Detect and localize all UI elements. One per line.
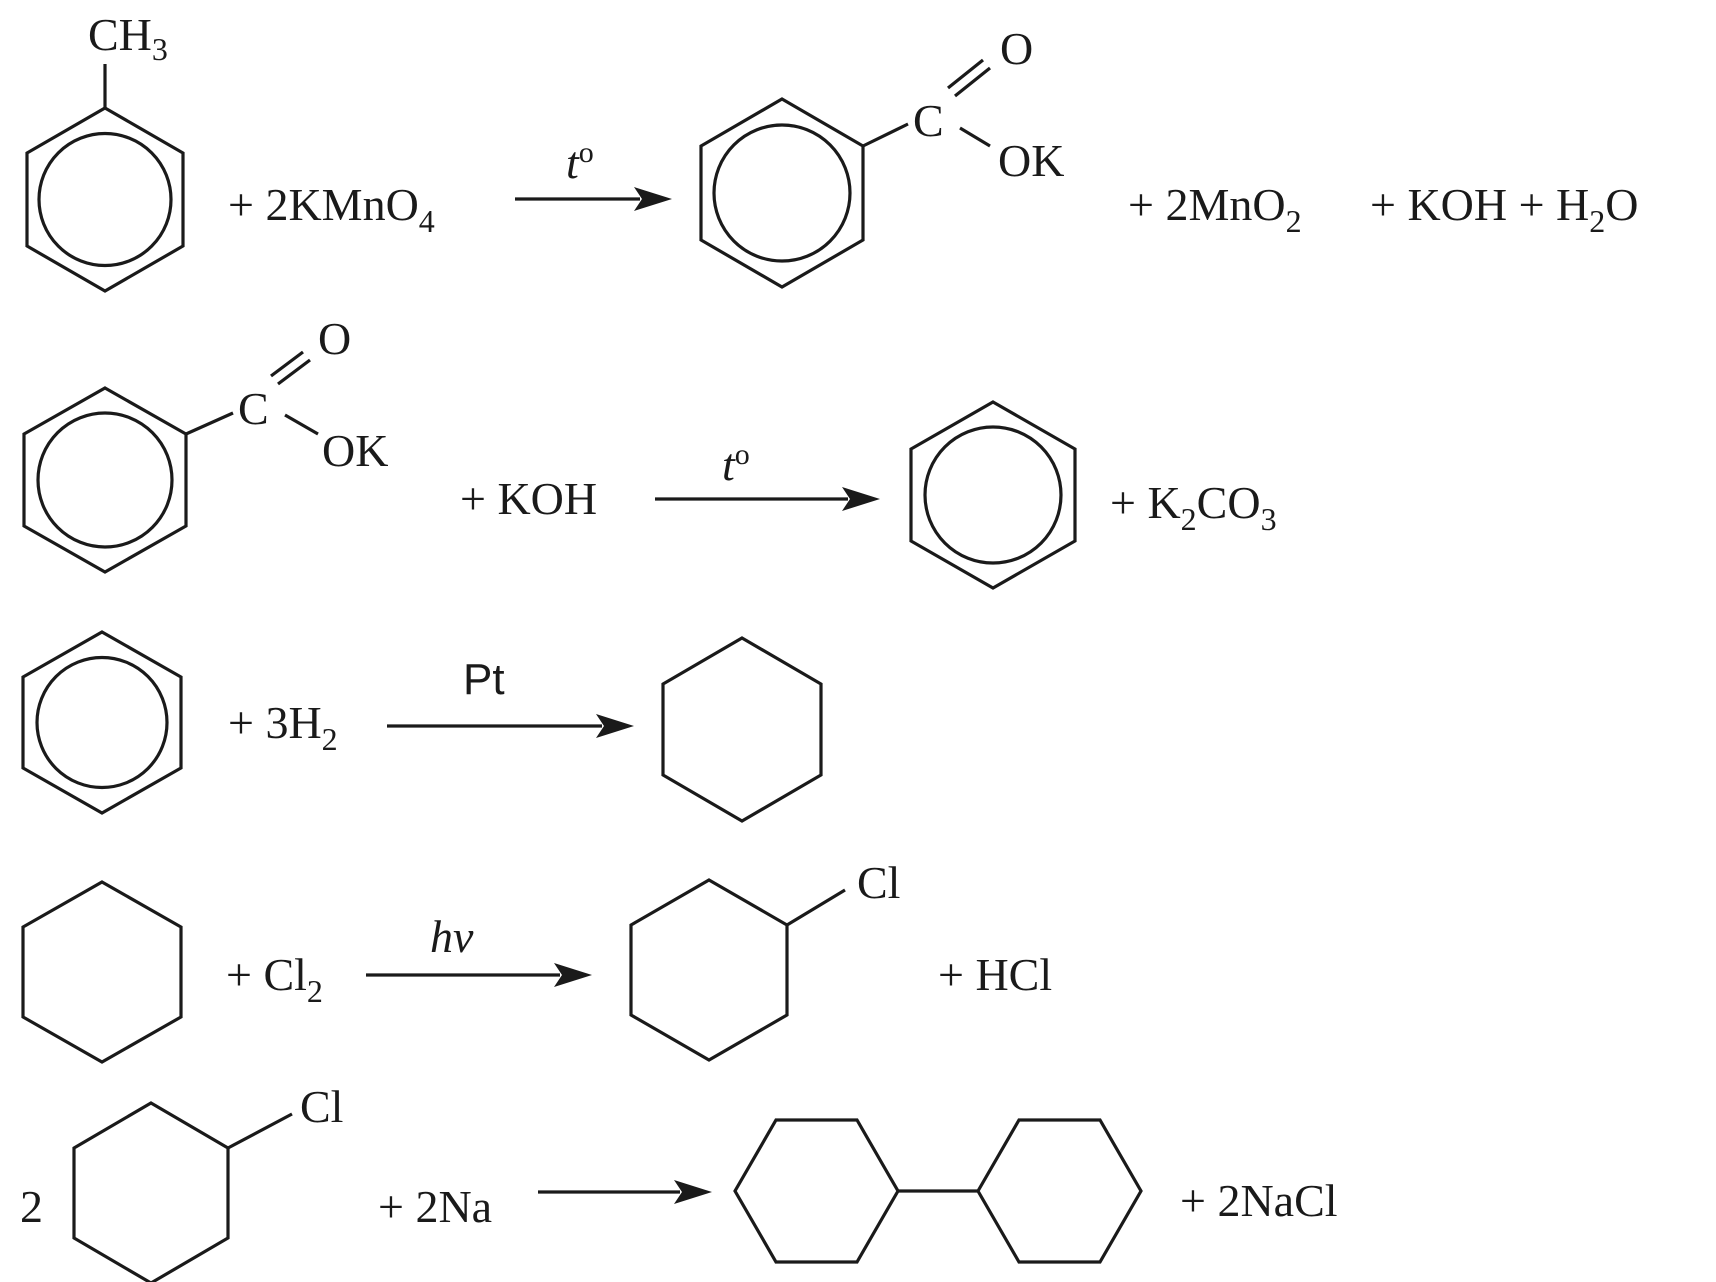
na-reagent: + 2Na (378, 1181, 492, 1232)
reaction-arrow-4 (366, 963, 592, 987)
cl-label-reactant: Cl (300, 1081, 343, 1132)
ok-label: OK (998, 135, 1064, 186)
reaction-arrow-5 (538, 1180, 712, 1204)
cl2-reagent: + Cl2 (226, 949, 323, 1009)
condition-heat-2: to (722, 438, 750, 490)
k2co3-product: + K2CO3 (1110, 477, 1277, 537)
reaction-3: + 3H2 Pt (21, 630, 823, 823)
benzene-reactant-structure (21, 630, 183, 815)
cyclohexane-reactant-structure (21, 880, 183, 1064)
reaction-4: + Cl2 hv Cl + HCl (21, 857, 1052, 1064)
h2-reagent: + 3H2 (228, 697, 338, 757)
carboxyl-c-label: C (913, 95, 944, 146)
reaction-2: C O OK + KOH to + K2CO3 (22, 313, 1277, 590)
carbonyl-o-label: O (1000, 23, 1033, 74)
ch3-label: CH3 (88, 9, 168, 67)
mno2-product: + 2MnO2 (1128, 179, 1302, 239)
hcl-product: + HCl (938, 949, 1052, 1000)
cl-label-product: Cl (857, 857, 900, 908)
carboxyl-c-label-2: C (238, 383, 269, 434)
chlorocyclohexane-reactant-structure (72, 1101, 293, 1282)
reaction-arrow-1 (515, 187, 672, 211)
bicyclohexyl-product-structure (733, 1118, 1143, 1264)
potassium-benzoate-structure-1 (699, 58, 991, 289)
condition-heat-1: to (566, 136, 594, 188)
potassium-benzoate-structure-2 (22, 350, 319, 574)
condition-light: hv (430, 911, 474, 962)
koh-h2o-product: + KOH + H2O (1370, 179, 1639, 239)
coefficient-2: 2 (20, 1181, 43, 1232)
koh-reagent: + KOH (460, 473, 597, 524)
toluene-structure (25, 64, 185, 293)
kmno4-reagent: + 2KMnO4 (228, 179, 435, 239)
reaction-5: 2 Cl + 2Na + 2NaCl (20, 1081, 1338, 1282)
carbonyl-o-label-2: O (318, 313, 351, 364)
benzene-product-structure (909, 400, 1077, 590)
ok-label-2: OK (322, 425, 388, 476)
condition-pt: Pt (463, 655, 505, 704)
chlorocyclohexane-product-structure (629, 878, 846, 1062)
reaction-arrow-3 (387, 714, 634, 738)
reaction-arrow-2 (655, 487, 880, 511)
nacl-product: + 2NaCl (1180, 1175, 1338, 1226)
reaction-1: CH3 + 2KMnO4 to C O OK + 2MnO2 + KOH + H… (25, 9, 1639, 293)
cyclohexane-product-structure (661, 636, 823, 823)
